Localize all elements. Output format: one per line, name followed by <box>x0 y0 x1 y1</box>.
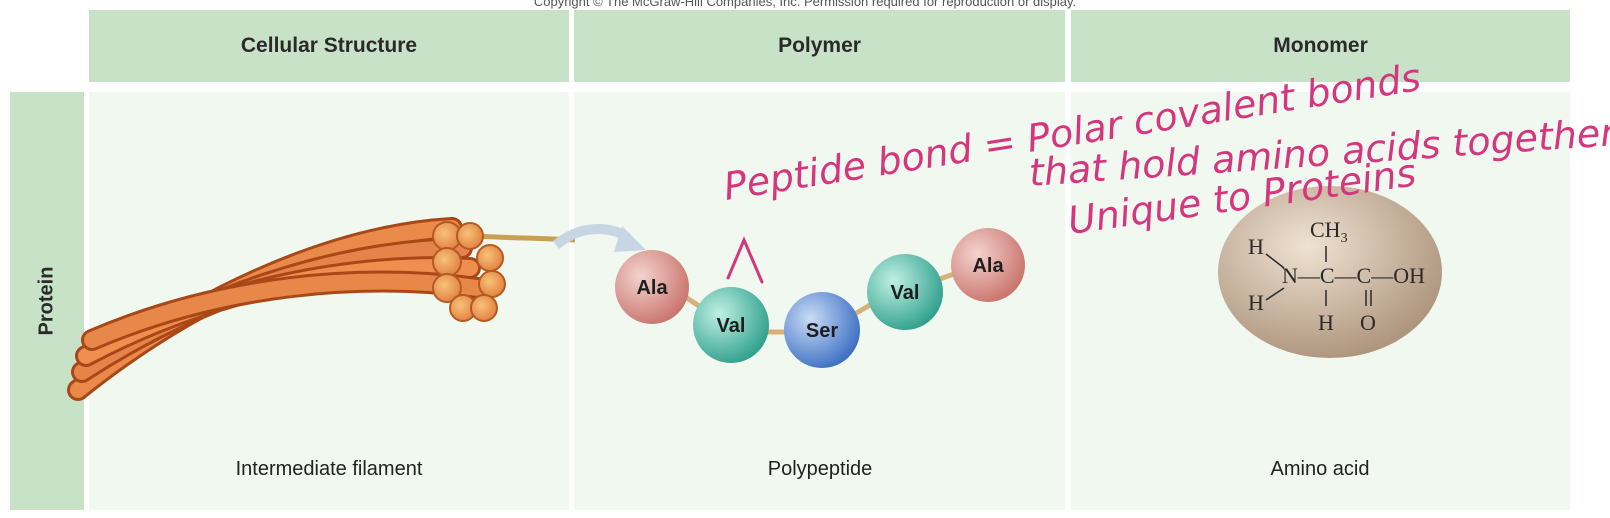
svg-text:H: H <box>1318 310 1334 335</box>
svg-text:H: H <box>1248 234 1264 259</box>
svg-text:O: O <box>1360 310 1376 335</box>
bead-ser: Ser <box>784 292 860 368</box>
svg-text:Ser: Ser <box>806 320 838 342</box>
svg-text:Ala: Ala <box>972 255 1004 277</box>
svg-text:H: H <box>1248 290 1264 315</box>
handwritten-annotation: Peptide bond = Polar covalent bonds that… <box>721 55 1610 284</box>
svg-text:CH3: CH3 <box>1310 217 1348 246</box>
column-header-monomer: Monomer <box>1071 10 1570 82</box>
bead-ala-2: Ala <box>951 228 1025 302</box>
amino-acid-structure: CH3 H N—C—C—OH H H O <box>1218 186 1442 358</box>
row-label: Protein <box>10 92 84 510</box>
intermediate-filament-illustration <box>67 217 576 401</box>
svg-text:Val: Val <box>891 282 920 304</box>
copyright-notice: Copyright © The McGraw-Hill Companies, I… <box>533 0 1077 9</box>
caret-mark <box>726 236 764 284</box>
bead-ala-1: Ala <box>615 250 689 324</box>
caption-intermediate-filament: Intermediate filament <box>235 458 423 480</box>
curved-arrow-icon <box>552 224 646 252</box>
bead-val-1: Val <box>693 287 769 363</box>
bead-val-2: Val <box>867 254 943 330</box>
column-header-polymer: Polymer <box>574 10 1065 82</box>
column-header-cellular-structure: Cellular Structure <box>89 10 569 82</box>
caption-polypeptide: Polypeptide <box>767 458 873 480</box>
svg-text:N—C—C—OH: N—C—C—OH <box>1282 263 1425 288</box>
svg-text:Val: Val <box>717 315 746 337</box>
svg-text:Ala: Ala <box>636 277 668 299</box>
caption-amino-acid: Amino acid <box>1270 458 1370 480</box>
